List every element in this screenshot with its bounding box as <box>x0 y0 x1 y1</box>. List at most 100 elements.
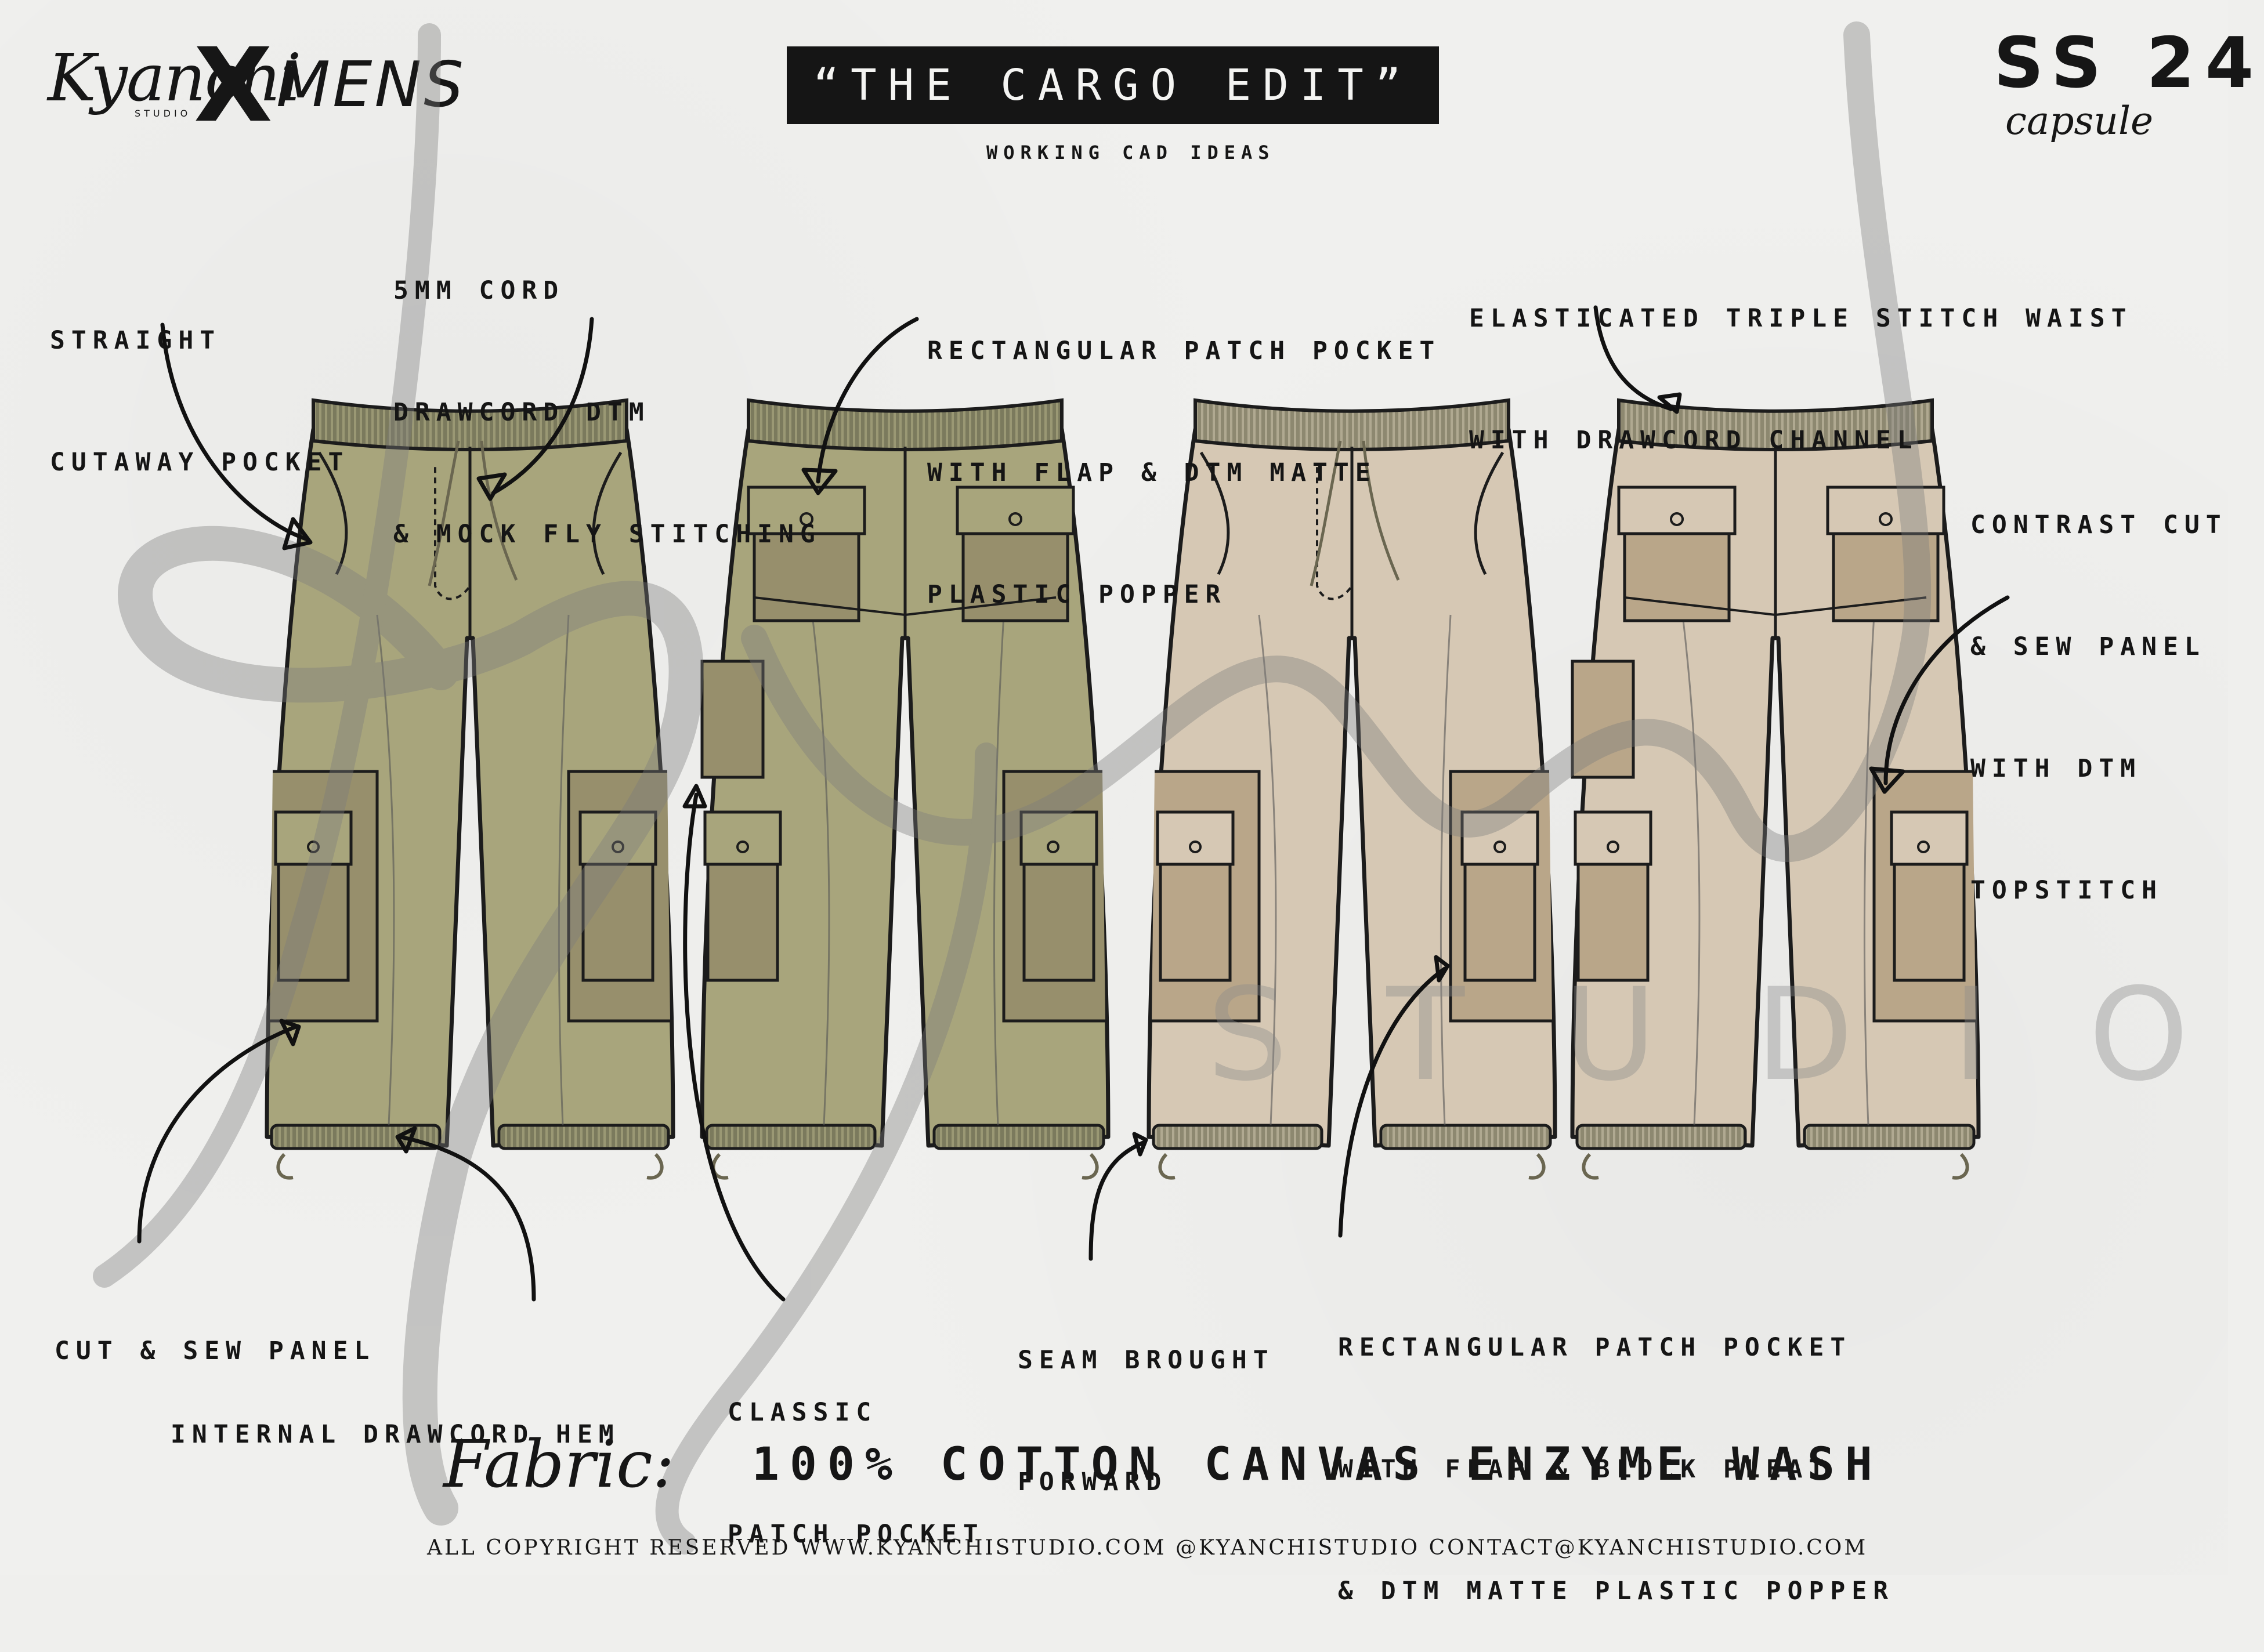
trouser-front-sand <box>1147 398 1557 1180</box>
cargo-pocket-flap <box>1890 810 1969 866</box>
annotation-line: FORWARD <box>1018 1468 1168 1497</box>
plastic-popper <box>1493 841 1506 853</box>
mock-fly-stitching <box>434 452 471 600</box>
annotation-line: & SEW PANEL <box>1970 632 2206 661</box>
trouser-waistband <box>1617 398 1934 451</box>
watermark-script-stroke <box>118 526 704 1526</box>
trouser-crease <box>811 614 830 1126</box>
trouser-hem-cuff <box>932 1124 1105 1150</box>
drawcord <box>1310 440 1342 586</box>
hem-drawcord-toggle <box>1528 1153 1546 1180</box>
arrow-drawcord-hem <box>398 1135 536 1302</box>
trouser-waistband <box>1194 398 1510 451</box>
annotation-line: RECTANGULAR PATCH POCKET <box>1338 1333 1852 1362</box>
plastic-popper <box>1670 512 1684 526</box>
arrow-classic-pocket <box>683 792 786 1302</box>
trouser-crease <box>1440 614 1452 1126</box>
annotation-rect-pocket-bottom: RECTANGULAR PATCH POCKET WITH FLAP & BLO… <box>1338 1246 1894 1652</box>
cargo-pocket-flap <box>274 810 353 866</box>
trouser-crease <box>1681 614 1701 1126</box>
trouser-crease <box>1258 614 1277 1126</box>
arrow-head <box>1657 392 1682 414</box>
plastic-popper <box>1047 841 1059 853</box>
front-pocket-opening <box>592 451 623 575</box>
drawcord <box>428 440 460 586</box>
trouser-hem-cuff <box>270 1124 442 1150</box>
annotation-line: WITH DRAWCORD CHANNEL <box>1469 426 1919 455</box>
arrow-rect-pocket-bottom <box>1338 966 1447 1238</box>
season-label: SS 24 <box>1994 23 2264 104</box>
front-pocket-opening <box>317 451 348 575</box>
trouser-back-sand <box>1570 398 1981 1180</box>
front-pocket-opening <box>1474 451 1504 575</box>
trouser-front-khaki <box>265 398 675 1180</box>
arrow-head <box>1132 1132 1148 1157</box>
arrow-heads <box>279 392 1905 1157</box>
annotation-line: & MOCK FLY STITCHING <box>393 520 822 549</box>
watermark-script-stroke <box>655 742 998 1555</box>
trouser-crease <box>993 614 1005 1126</box>
page-subtitle: WORKING CAD IDEAS <box>986 142 1275 164</box>
arrow-head <box>282 517 313 550</box>
brand-logo-studio: STUDIO <box>135 108 191 119</box>
annotation-drawcord-hem: INTERNAL DRAWCORD HEM <box>171 1333 620 1495</box>
annotation-line: RECTANGULAR PATCH POCKET <box>927 336 1441 365</box>
fabric-value: 100% COTTON CANVAS ENZYME WASH <box>752 1439 1883 1491</box>
arrow-contrast-panel <box>1883 595 2010 785</box>
plastic-popper <box>736 841 749 853</box>
hem-drawcord-toggle <box>276 1153 294 1180</box>
garment-group <box>265 398 1981 1180</box>
hem-drawcord-toggle <box>646 1153 664 1180</box>
plastic-popper <box>1607 841 1619 853</box>
annotation-line: PLASTIC POPPER <box>927 580 1227 609</box>
brand-logo-script: Kyanchi <box>48 41 301 116</box>
cargo-pocket-flap <box>1574 810 1652 866</box>
annotation-line: CUT & SEW PANEL <box>55 1336 376 1365</box>
back-pocket-flap <box>1826 486 1945 535</box>
hem-drawcord-toggle <box>1082 1153 1099 1180</box>
annotation-line: 5MM CORD <box>393 276 565 305</box>
watermark-studio-text: STUDIO <box>1207 961 2264 1109</box>
annotation-line: ELASTICATED TRIPLE STITCH WAIST <box>1469 304 2133 333</box>
annotation-line: STRAIGHT <box>50 326 222 355</box>
brand-logo-x: X <box>194 26 273 145</box>
back-yoke-seam <box>754 596 1057 617</box>
cargo-pocket-flap <box>1460 810 1539 866</box>
annotation-waist: ELASTICATED TRIPLE STITCH WAIST WITH DRA… <box>1469 217 2133 501</box>
arrow-head <box>682 784 707 809</box>
trouser-hem-cuff <box>1575 1124 1747 1150</box>
annotation-line: WITH FLAP & BLOCK PLEAT <box>1338 1455 1831 1484</box>
annotation-line: WITH DTM <box>1970 754 2142 783</box>
classic-patch-pocket <box>700 660 765 779</box>
trouser-hem-cuff <box>705 1124 877 1150</box>
arrow-head <box>1434 955 1450 983</box>
watermark-script-stroke <box>93 23 441 1288</box>
annotation-classic-pocket: CLASSIC PATCH POCKET <box>728 1311 985 1595</box>
trouser-back-khaki <box>700 398 1111 1180</box>
arrow-waist <box>1593 305 1673 411</box>
annotation-seam: SEAM BROUGHT FORWARD <box>1018 1259 1275 1543</box>
arrow-head <box>1869 766 1905 794</box>
arrow-seam <box>1088 1140 1145 1261</box>
garment-illustrations: STUDIO <box>93 21 2189 1555</box>
hem-drawcord-toggle <box>1582 1153 1599 1180</box>
mock-fly-stitching <box>1316 452 1353 600</box>
trouser-hem-cuff <box>1379 1124 1552 1150</box>
annotation-line: PATCH POCKET <box>728 1520 985 1549</box>
cargo-pocket-flap <box>578 810 657 866</box>
arrow-head <box>801 468 838 495</box>
annotation-cord: 5MM CORD DRAWCORD DTM & MOCK FLY STITCHI… <box>393 189 822 595</box>
watermark-script-stroke <box>741 21 1932 863</box>
plastic-popper <box>1879 512 1893 526</box>
annotation-line: TOPSTITCH <box>1970 876 2163 905</box>
cargo-pocket-flap <box>703 810 782 866</box>
annotation-line: & DTM MATTE PLASTIC POPPER <box>1338 1577 1895 1606</box>
annotation-cut-sew: CUT & SEW PANEL <box>55 1249 375 1412</box>
arrow-head <box>476 472 507 501</box>
annotation-rect-pocket-top: RECTANGULAR PATCH POCKET WITH FLAP & DTM… <box>927 249 1441 655</box>
plastic-popper <box>307 841 320 853</box>
back-yoke-seam <box>1624 596 1927 617</box>
hem-drawcord-toggle <box>1952 1153 1969 1180</box>
arrow-head <box>395 1126 417 1154</box>
trouser-crease <box>376 614 395 1126</box>
